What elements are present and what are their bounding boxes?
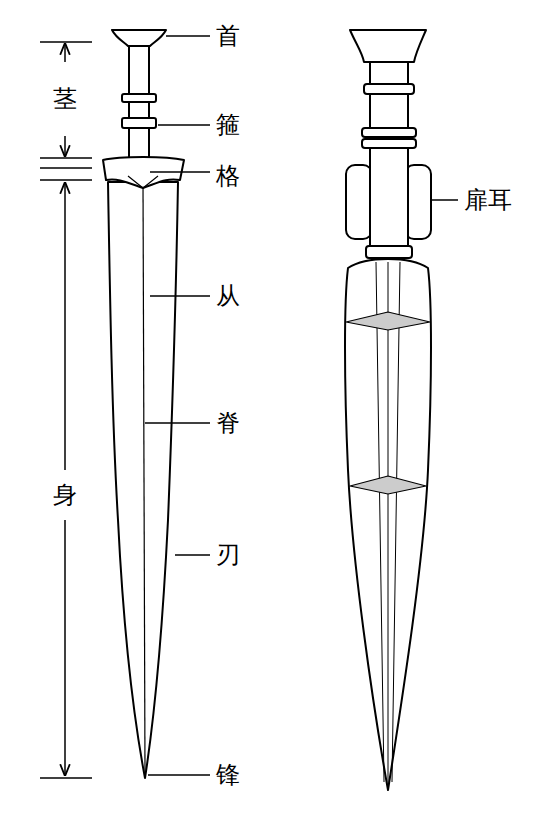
part-label: 首: [214, 23, 242, 49]
blade: [108, 182, 178, 778]
part-label: 脊: [214, 410, 242, 436]
part-label: 扉耳: [462, 187, 514, 213]
part-label: 箍: [214, 112, 242, 138]
part-label: 从: [214, 283, 242, 309]
part-label: 刃: [214, 542, 242, 568]
part-label: 锋: [214, 762, 242, 788]
part-label: 格: [214, 163, 242, 189]
part-label: 茎: [51, 86, 79, 112]
blade: [345, 259, 431, 790]
leader-lines: [40, 36, 458, 778]
part-label: 身: [51, 482, 79, 508]
